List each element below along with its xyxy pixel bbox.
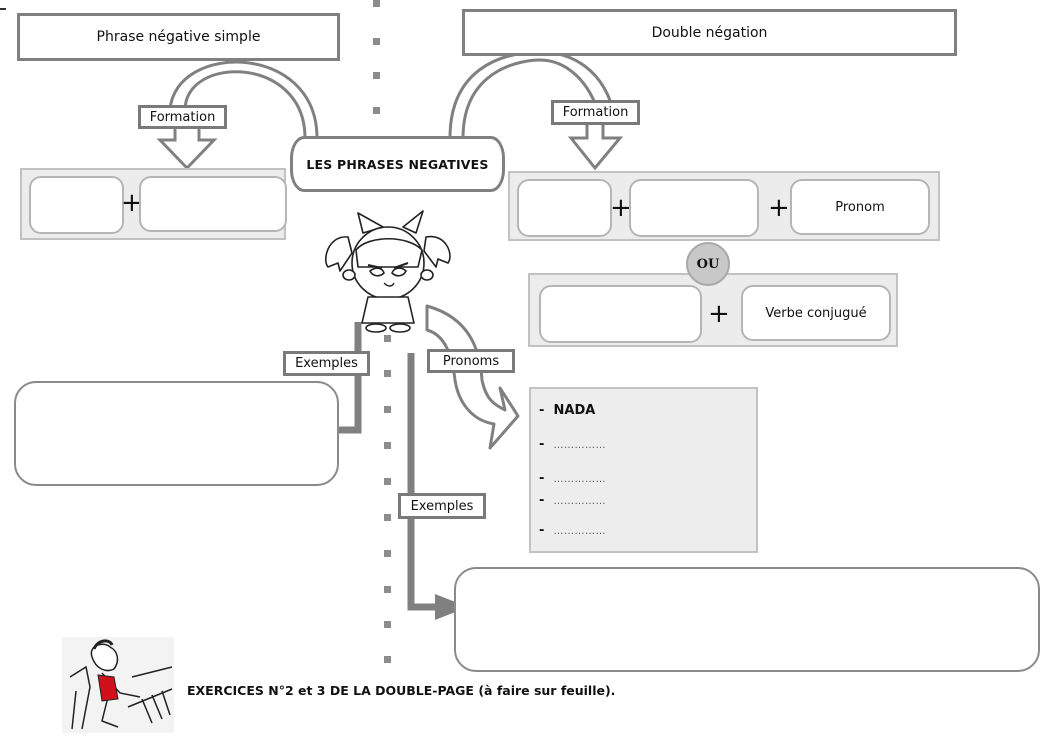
pronouns-label: Pronoms xyxy=(442,353,500,369)
left-formula-slot-1[interactable] xyxy=(29,176,124,234)
pronoun-item[interactable]: - …………… xyxy=(539,437,606,452)
exercise-instruction: EXERCICES N°2 et 3 DE LA DOUBLE-PAGE (à … xyxy=(187,683,616,698)
angry-girl-illustration xyxy=(324,210,451,333)
left-title-box: Phrase négative simple xyxy=(17,13,340,61)
divider-dot xyxy=(373,38,380,45)
corner-mark xyxy=(0,8,6,10)
right-formula2-slot-verb[interactable]: Verbe conjugué xyxy=(741,285,891,341)
divider-dot xyxy=(373,72,380,79)
right-formation-tag: Formation xyxy=(551,100,640,125)
right-title: Double négation xyxy=(651,24,768,41)
pronoun-blank: …………… xyxy=(553,474,607,485)
dash: - xyxy=(539,523,545,538)
dash: - xyxy=(539,403,545,418)
pronoun-item[interactable]: - …………… xyxy=(539,523,606,538)
right-examples-label: Exemples xyxy=(410,498,474,514)
pronouns-list: - NADA - …………… - …………… - …………… - …………… xyxy=(529,387,758,553)
or-label: OU xyxy=(696,256,720,272)
or-badge: OU xyxy=(686,242,730,286)
pronoun-item[interactable]: - …………… xyxy=(539,471,606,486)
left-examples-answer-box[interactable] xyxy=(14,381,339,486)
right-formula-slot-pronom[interactable]: Pronom xyxy=(790,179,930,235)
divider-dot xyxy=(384,621,391,628)
divider-dot xyxy=(384,550,391,557)
slot-text: Pronom xyxy=(835,199,885,215)
right-formula-panel-1: + + Pronom xyxy=(508,171,940,241)
divider-dot xyxy=(384,656,391,663)
right-examples-arrow xyxy=(407,353,440,611)
left-formation-arrow-icon xyxy=(156,128,218,171)
plus-sign: + xyxy=(768,193,790,223)
right-formula2-slot-1[interactable] xyxy=(539,285,702,343)
pronoun-item: - NADA xyxy=(539,403,595,418)
pronoun-blank: …………… xyxy=(553,440,607,451)
divider-dot xyxy=(384,514,391,521)
pronoun-item[interactable]: - …………… xyxy=(539,493,606,508)
divider-dot xyxy=(373,107,380,114)
divider-dot xyxy=(384,406,391,413)
right-title-box: Double négation xyxy=(462,9,957,56)
pronoun-blank: …………… xyxy=(553,526,607,537)
divider-dot xyxy=(384,370,391,377)
divider-dot xyxy=(384,586,391,593)
divider-dot xyxy=(384,335,391,342)
divider-dot xyxy=(384,478,391,485)
right-formula-slot-1[interactable] xyxy=(517,179,612,237)
pronoun-text: NADA xyxy=(553,403,596,418)
right-examples-answer-box[interactable] xyxy=(454,567,1040,672)
left-formation-label: Formation xyxy=(149,109,216,125)
center-title: LES PHRASES NEGATIVES xyxy=(306,156,489,172)
pronouns-tag: Pronoms xyxy=(427,349,515,373)
left-examples-label: Exemples xyxy=(295,356,358,371)
plus-sign: + xyxy=(121,188,143,218)
pronoun-blank: …………… xyxy=(553,496,607,507)
dash: - xyxy=(539,493,545,508)
left-formula-panel: + xyxy=(20,168,287,240)
left-formula-slot-2[interactable] xyxy=(139,176,287,232)
plus-sign: + xyxy=(708,299,730,329)
slot-text: Verbe conjugué xyxy=(765,305,867,321)
right-examples-arrowhead-icon xyxy=(435,594,468,620)
dash: - xyxy=(539,437,545,452)
left-formation-tag: Formation xyxy=(138,105,227,129)
right-examples-tag: Exemples xyxy=(398,493,486,519)
right-formula-slot-2[interactable] xyxy=(629,179,759,237)
left-title: Phrase négative simple xyxy=(96,29,261,45)
writing-boy-illustration xyxy=(62,637,174,733)
right-formation-label: Formation xyxy=(562,105,629,120)
dash: - xyxy=(539,471,545,486)
divider-dot xyxy=(384,442,391,449)
left-examples-tag: Exemples xyxy=(283,351,370,376)
plus-sign: + xyxy=(610,193,632,223)
center-title-box: LES PHRASES NEGATIVES xyxy=(290,136,505,192)
right-formation-arrow-icon xyxy=(567,124,624,171)
divider-dot xyxy=(373,0,380,7)
